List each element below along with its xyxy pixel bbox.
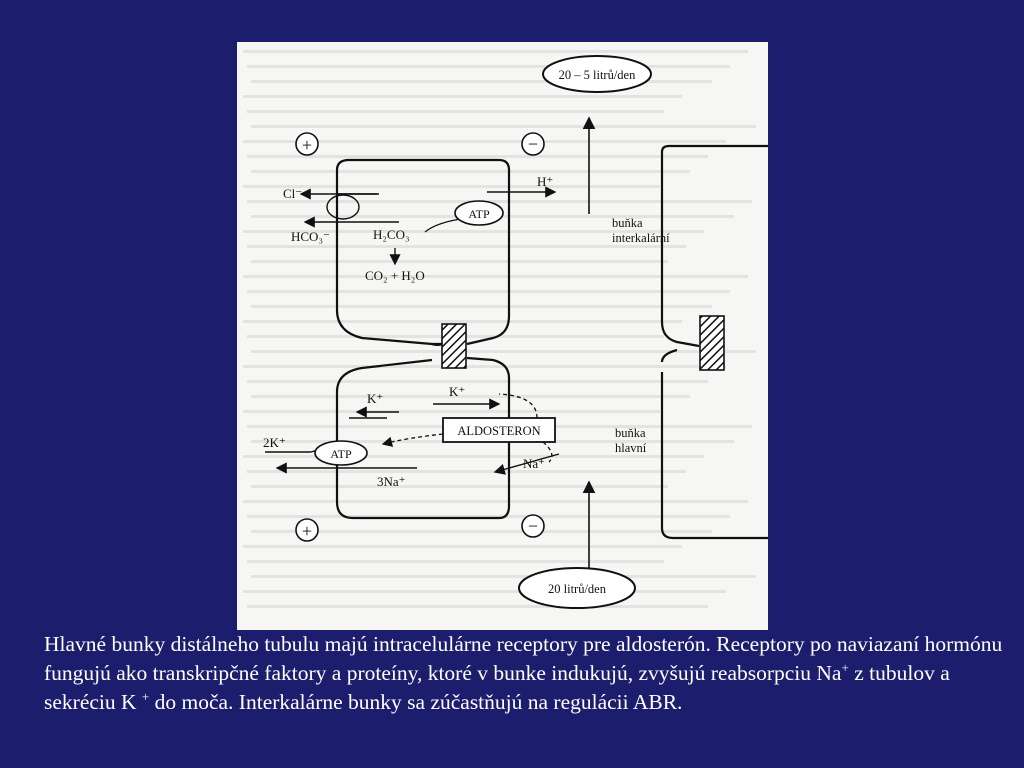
texture-line [243,545,682,548]
intercalated-cell-label-1: buňka [612,216,643,230]
texture-line [243,455,704,458]
minus-sign-bottom: − [528,516,538,536]
texture-line [243,185,660,188]
caption-part-3: do moča. Interkalárne bunky sa zúčastňuj… [149,690,683,714]
co2-water-label: CO₂ + H₂O [365,268,425,283]
texture-line [243,230,704,233]
caption-sup-2: + [141,688,150,704]
texture-line [243,320,682,323]
aldosterone-to-na-channel-path [542,441,553,463]
plus-sign-bottom: + [302,521,312,541]
texture-line [247,155,708,158]
flow-ellipse-bottom [518,567,636,609]
texture-line [247,110,664,113]
chloride-label: Cl⁻ [283,186,302,201]
principal-cell-label-1: buňka [615,426,646,440]
potassium-2-label: 2K⁺ [263,435,286,450]
carbonic-acid-label: H₂CO₃ [373,227,410,242]
minus-marker-bottom [521,514,545,538]
texture-line [251,170,690,173]
texture-line [247,605,708,608]
principal-cell-label-2: hlavní [615,441,647,455]
flow-ellipse-top [542,55,652,93]
texture-line [251,305,712,308]
texture-line [247,65,730,68]
texture-line [247,290,730,293]
potassium-label-right: K⁺ [449,384,465,399]
texture-line [243,95,682,98]
texture-line [251,350,756,353]
plus-sign-top: + [302,135,312,155]
flow-bottom-label: 20 litrů/den [548,582,607,596]
texture-line [243,365,726,368]
texture-line [251,530,712,533]
texture-line [251,395,690,398]
plus-marker-bottom [295,518,319,542]
intercalated-cell-label-2: interkalární [612,231,670,245]
atp-pump-top [454,200,504,226]
texture-line [251,80,712,83]
flow-top-label: 20 – 5 litrů/den [559,68,636,82]
plus-marker-top [295,132,319,156]
principal-cell [335,356,511,520]
texture-line [243,275,748,278]
texture-line [243,140,726,143]
atp-pump-bottom [314,440,368,466]
aldosterone-to-pump-path [381,433,444,447]
texture-line [243,410,660,413]
texture-line [251,260,668,263]
background-text-texture [237,42,768,630]
proton-label: H⁺ [537,174,553,189]
texture-line [251,125,756,128]
sodium-reabsorption-arrow [493,453,560,475]
caption-sup-1: + [841,659,849,675]
texture-line [243,50,748,53]
texture-line [247,470,686,473]
texture-line [251,485,668,488]
tight-junction-right [699,315,725,371]
aldosterone-to-channel-path [498,393,538,419]
atp-label-bottom: ATP [330,447,352,461]
nephron-diagram: 20 – 5 litrů/den 20 litrů/den + − + − Cl… [237,42,768,630]
exchanger-symbol [326,194,360,220]
texture-line [243,500,748,503]
caption-part-1: Hlavné bunky distálneho tubulu majú intr… [44,632,1003,685]
minus-sign-top: − [528,134,538,154]
tight-junction-left [441,323,467,369]
aldosterone-box [442,417,556,443]
texture-line [247,200,752,203]
caption-text: Hlavné bunky distálneho tubulu majú intr… [44,630,1004,717]
texture-line [247,515,730,518]
texture-line [247,560,664,563]
texture-line [247,245,686,248]
atp-label-top: ATP [468,207,490,221]
texture-line [251,575,756,578]
texture-line [243,590,726,593]
aldosterone-label: ALDOSTERON [457,424,540,438]
potassium-label-left: K⁺ [367,391,383,406]
bicarbonate-label: HCO₃⁻ [291,229,330,244]
polarity-markers [295,132,545,542]
right-tubule-wall [660,144,768,540]
caption-part-2: z tubulov a sekréciu K [44,661,950,714]
sodium-3-label: 3Na⁺ [377,474,406,489]
texture-line [247,380,708,383]
diagram-figure: 20 – 5 litrů/den 20 litrů/den + − + − Cl… [237,42,768,630]
minus-marker-top [521,132,545,156]
